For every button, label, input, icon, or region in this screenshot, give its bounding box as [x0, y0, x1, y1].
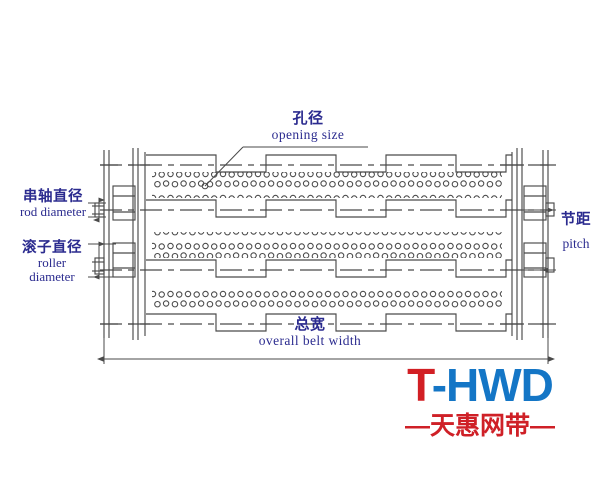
brand-logo-subtitle: —天惠网带—: [404, 412, 555, 440]
brand-logo-letter-t: T: [407, 359, 433, 411]
opening-leader-diagonal: [204, 146, 244, 187]
label-roller-diameter-en: roller: [37, 255, 67, 271]
mesh-band-bottom: [152, 286, 502, 312]
mesh-band-top: [152, 172, 502, 198]
rod-profile-4: [146, 313, 512, 332]
overall-width-dimension: [97, 338, 555, 364]
label-pitch-en: pitch: [562, 236, 590, 252]
label-opening-size-en: opening size: [271, 126, 345, 142]
belt-assembly: [88, 146, 556, 364]
brand-logo-letters-hwd: -HWD: [431, 359, 554, 411]
label-roller-diameter-en2: diameter: [29, 268, 75, 284]
left-roller-lower: [112, 242, 136, 278]
label-opening-size-cn: 孔径: [292, 111, 324, 127]
label-opening-size: 孔径 opening size: [243, 111, 373, 142]
label-pitch: 节距 pitch: [552, 212, 600, 252]
rod-profile-1: [146, 154, 512, 173]
roller-diameter-dimension: [88, 241, 116, 280]
pitch-dimension: [520, 207, 556, 273]
label-roller-diameter: 滚子直径 roller diameter: [4, 240, 100, 284]
label-overall-belt-width: 总宽 overall belt width: [235, 317, 385, 348]
label-pitch-cn: 节距: [561, 212, 591, 228]
rod-centerlines: [100, 164, 548, 325]
label-overall-belt-width-en: overall belt width: [258, 332, 362, 348]
rod-profile-2: [146, 199, 512, 218]
opening-size-leader: [201, 146, 368, 190]
castellated-rod-profiles: [146, 154, 512, 332]
label-rod-diameter-en: rod diameter: [19, 204, 87, 220]
left-roller-upper: [112, 185, 136, 221]
opening-leader-target-ring: [201, 182, 209, 190]
label-overall-belt-width-cn: 总宽: [294, 317, 326, 333]
mesh-opening-bands: [152, 172, 502, 312]
rod-profile-3: [146, 259, 512, 278]
label-roller-diameter-cn: 滚子直径: [22, 240, 82, 256]
brand-logo: T-HWD —天惠网带—: [365, 362, 595, 458]
mesh-band-middle: [152, 232, 502, 258]
rod-diameter-dimension: [88, 197, 106, 223]
brand-logo-wordmark: T-HWD: [365, 362, 595, 408]
label-rod-diameter: 串轴直径 rod diameter: [0, 189, 106, 220]
label-rod-diameter-cn: 串轴直径: [23, 189, 83, 205]
